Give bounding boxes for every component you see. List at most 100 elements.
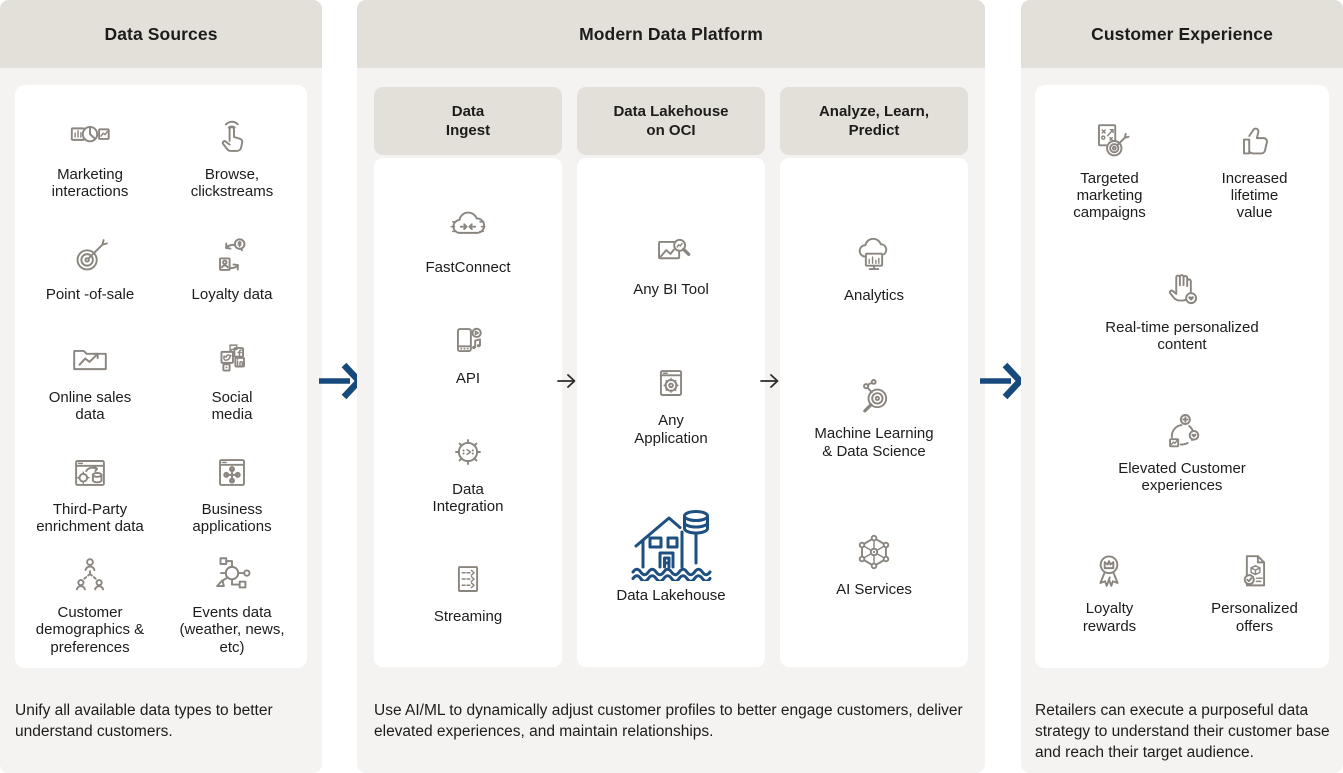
platform-item-label: Data Integration xyxy=(432,480,504,515)
customer-demographics-icon xyxy=(67,544,113,598)
platform-item-label: FastConnect xyxy=(425,259,511,277)
data-ingest-column: Data Ingest FastConnect xyxy=(374,87,562,667)
source-item-label: Customer demographics & preferences xyxy=(35,604,145,656)
real-time-personalized-content-icon xyxy=(1159,259,1205,313)
modern-data-platform-panel: Modern Data Platform Data Ingest FastCon… xyxy=(357,0,985,773)
customer-experience-header: Customer Experience xyxy=(1021,0,1343,68)
loyalty-rewards-icon xyxy=(1086,540,1132,594)
experience-item-label: Increased lifetime value xyxy=(1221,169,1288,222)
experience-item-label: Personalized offers xyxy=(1211,600,1298,635)
data-sources-header: Data Sources xyxy=(0,0,322,68)
platform-item-analytics: Analytics xyxy=(844,227,904,304)
experience-item-loyalty-rewards: Loyalty rewards xyxy=(1083,540,1136,635)
platform-item-machine-learning: Machine Learning & Data Science xyxy=(814,365,934,460)
platform-item-label: Any BI Tool xyxy=(633,280,709,298)
data-lakehouse-card: Any BI Tool Any Application xyxy=(577,158,765,667)
platform-item-api: API xyxy=(445,310,491,387)
source-item-business-applications: Business applications xyxy=(192,441,272,536)
api-icon xyxy=(445,310,491,364)
loyalty-data-icon xyxy=(209,226,255,280)
platform-item-ai-services: AI Services xyxy=(836,521,912,598)
source-item-point-of-sale: Point -of-sale xyxy=(46,226,134,303)
experience-item-label: Elevated Customer experiences xyxy=(1118,459,1246,494)
experience-item-realtime-personalized-content: Real-time personalized content xyxy=(1105,259,1259,354)
data-lakehouse-subheader: Data Lakehouse on OCI xyxy=(577,87,765,155)
modern-data-platform-caption: Use AI/ML to dynamically adjust customer… xyxy=(374,701,963,740)
platform-item-data-lakehouse: Data Lakehouse xyxy=(616,501,726,605)
analyze-learn-predict-column: Analyze, Learn, Predict Analytics xyxy=(780,87,968,667)
experience-item-label: Real-time personalized content xyxy=(1105,318,1259,354)
ai-services-icon xyxy=(851,521,897,575)
experience-item-increased-lifetime-value: Increased lifetime value xyxy=(1221,110,1288,222)
source-item-social-media: Social media xyxy=(209,329,255,424)
source-item-browse-clickstreams: Browse, clickstreams xyxy=(190,106,274,201)
experience-item-targeted-marketing: Targeted marketing campaigns xyxy=(1073,110,1146,222)
platform-item-data-integration: Data Integration xyxy=(432,421,504,516)
source-item-label: Marketing interactions xyxy=(51,165,129,200)
data-sources-panel: Data Sources Marketing interactions xyxy=(0,0,322,773)
customer-experience-panel: Customer Experience xyxy=(1021,0,1343,773)
events-data-icon xyxy=(209,544,255,598)
source-item-label: Social media xyxy=(211,389,253,424)
platform-item-label: API xyxy=(455,369,481,387)
source-item-label: Events data (weather, news, etc) xyxy=(179,604,285,656)
elevated-customer-experiences-icon xyxy=(1159,400,1205,454)
third-party-enrichment-icon xyxy=(67,441,113,495)
source-item-label: Online sales data xyxy=(48,389,132,424)
personalized-offers-icon xyxy=(1232,540,1278,594)
social-media-icon xyxy=(209,329,255,383)
analytics-icon xyxy=(851,227,897,281)
platform-item-label: AI Services xyxy=(836,580,912,598)
marketing-interactions-icon xyxy=(67,106,113,160)
source-item-customer-demographics: Customer demographics & preferences xyxy=(36,544,144,656)
source-item-label: Third-Party enrichment data xyxy=(36,501,144,536)
customer-experience-title: Customer Experience xyxy=(1091,23,1273,44)
platform-item-label: Machine Learning & Data Science xyxy=(814,425,934,460)
platform-item-label: Data Lakehouse xyxy=(616,587,726,605)
increased-lifetime-value-icon xyxy=(1232,110,1278,164)
data-lakehouse-icon xyxy=(625,501,717,582)
fastconnect-icon xyxy=(445,199,491,253)
experience-item-personalized-offers: Personalized offers xyxy=(1211,540,1298,635)
source-item-label: Loyalty data xyxy=(191,286,273,304)
targeted-marketing-campaigns-icon xyxy=(1086,110,1132,164)
platform-item-label: Analytics xyxy=(843,287,905,304)
platform-item-fastconnect: FastConnect xyxy=(425,199,511,277)
experience-item-elevated-customer-experiences: Elevated Customer experiences xyxy=(1118,400,1246,495)
platform-item-streaming: Streaming xyxy=(434,548,502,625)
source-item-label: Browse, clickstreams xyxy=(190,165,274,200)
any-application-icon xyxy=(648,352,694,406)
modern-data-platform-title: Modern Data Platform xyxy=(579,23,763,44)
source-item-third-party-enrichment: Third-Party enrichment data xyxy=(36,441,144,536)
streaming-icon xyxy=(445,548,491,602)
browse-clickstreams-icon xyxy=(209,106,255,160)
machine-learning-data-science-icon xyxy=(851,365,897,419)
point-of-sale-icon xyxy=(67,226,113,280)
data-sources-title: Data Sources xyxy=(104,23,218,44)
data-ingest-subheader: Data Ingest xyxy=(374,87,562,155)
source-item-label: Point -of-sale xyxy=(45,286,135,304)
platform-item-any-application: Any Application xyxy=(634,352,708,447)
platform-item-any-bi-tool: Any BI Tool xyxy=(633,221,709,298)
modern-data-platform-header: Modern Data Platform xyxy=(357,0,985,68)
flow-arrow-sources-to-platform xyxy=(318,361,364,401)
analyze-learn-predict-card: Analytics xyxy=(780,158,968,667)
online-sales-data-icon xyxy=(67,329,113,383)
source-item-marketing-interactions: Marketing interactions xyxy=(51,106,129,201)
source-item-events-data: Events data (weather, news, etc) xyxy=(179,544,285,656)
source-item-online-sales-data: Online sales data xyxy=(48,329,132,424)
platform-item-label: Streaming xyxy=(433,608,503,626)
data-integration-icon xyxy=(445,421,491,475)
business-applications-icon xyxy=(209,441,255,495)
customer-experience-card: Targeted marketing campaigns Increased l… xyxy=(1035,85,1329,668)
source-item-loyalty-data: Loyalty data xyxy=(191,226,273,304)
data-sources-card: Marketing interactions Browse, clickstre… xyxy=(15,85,307,668)
customer-experience-caption: Retailers can execute a purposeful data … xyxy=(1035,701,1330,761)
data-ingest-card: FastConnect xyxy=(374,158,562,667)
data-sources-caption: Unify all available data types to better… xyxy=(15,701,273,740)
flow-arrow-platform-to-experience xyxy=(979,361,1025,401)
source-item-label: Business applications xyxy=(192,501,272,536)
mini-arrow-lakehouse-to-analyze xyxy=(760,372,784,390)
platform-item-label: Any Application xyxy=(634,412,708,447)
